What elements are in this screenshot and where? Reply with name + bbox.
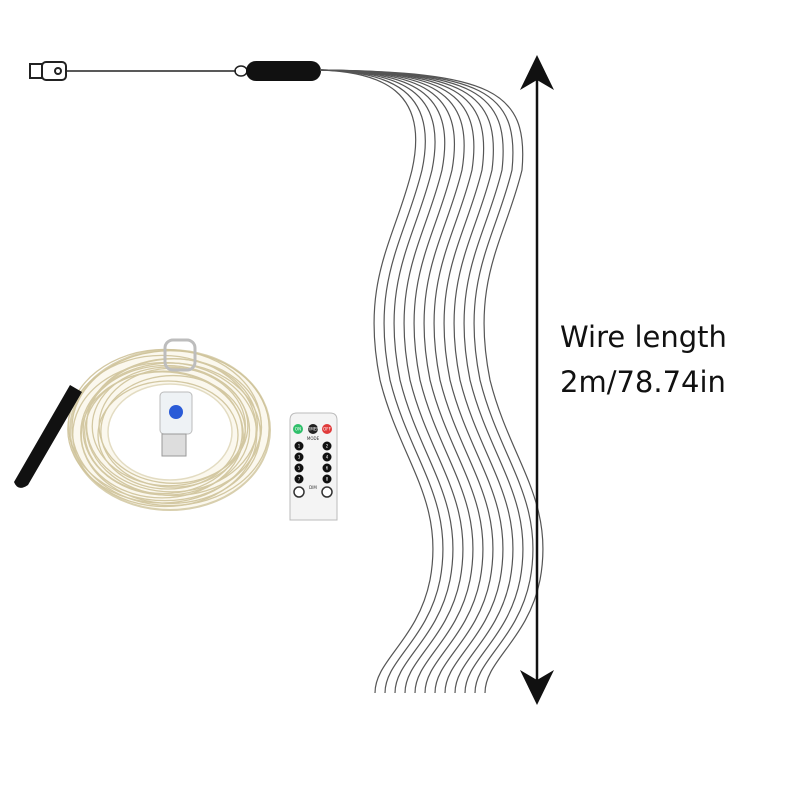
number-button [322, 441, 332, 451]
light-strand [319, 69, 454, 694]
light-strand [319, 69, 464, 694]
coil-ring [97, 380, 239, 490]
arrow-up-icon [520, 55, 554, 90]
timer-button [308, 424, 318, 434]
coil-ring [98, 367, 249, 484]
mode-label: MODE [307, 436, 320, 441]
number-button [322, 474, 332, 484]
battery-box [14, 385, 82, 488]
dim-down-button [293, 486, 305, 498]
number-button [294, 474, 304, 484]
number-button [294, 463, 304, 473]
number-label: 7 [298, 477, 301, 482]
coil-ring [91, 366, 247, 487]
light-strand [319, 69, 544, 694]
number-button [294, 452, 304, 462]
usb-led [169, 405, 183, 419]
off-label: OFF [323, 427, 331, 432]
usb-plug-icon [29, 61, 67, 81]
light-strands [319, 69, 544, 694]
light-strand [319, 69, 534, 694]
light-strand [319, 69, 434, 694]
light-strand [319, 69, 524, 694]
light-strand [319, 69, 514, 694]
light-strand [319, 69, 444, 694]
coil-ring [67, 354, 257, 504]
dimension-value: 2m/78.74in [560, 365, 726, 399]
coil-ring [84, 370, 243, 495]
number-button [322, 452, 332, 462]
number-label: 1 [298, 444, 301, 449]
light-strand [319, 69, 484, 694]
remote-control: ON TIMER OFF MODE 1 2 3 4 5 6 7 8 DIM [289, 412, 338, 521]
dimension-title: Wire length [560, 320, 727, 354]
cable-connector [234, 65, 248, 77]
arrow-down-icon [520, 670, 554, 705]
light-strand [319, 69, 504, 694]
off-button [322, 424, 332, 434]
number-label: 2 [326, 444, 329, 449]
on-label: ON [295, 427, 301, 432]
number-label: 6 [326, 466, 329, 471]
coiled-light-string [14, 338, 271, 511]
number-button [322, 463, 332, 473]
number-label: 5 [298, 466, 301, 471]
number-label: 8 [326, 477, 329, 482]
number-label: 3 [298, 455, 301, 460]
number-label: 4 [326, 455, 329, 460]
controller-box [246, 61, 321, 81]
on-button [293, 424, 303, 434]
dimension-arrow [520, 55, 554, 705]
dim-up-button [321, 486, 333, 498]
number-button [294, 441, 304, 451]
coil-ring [71, 350, 270, 507]
light-strand [319, 69, 474, 694]
light-strand [319, 69, 494, 694]
dim-label: DIM [309, 485, 317, 490]
timer-label: TIMER [306, 427, 320, 432]
